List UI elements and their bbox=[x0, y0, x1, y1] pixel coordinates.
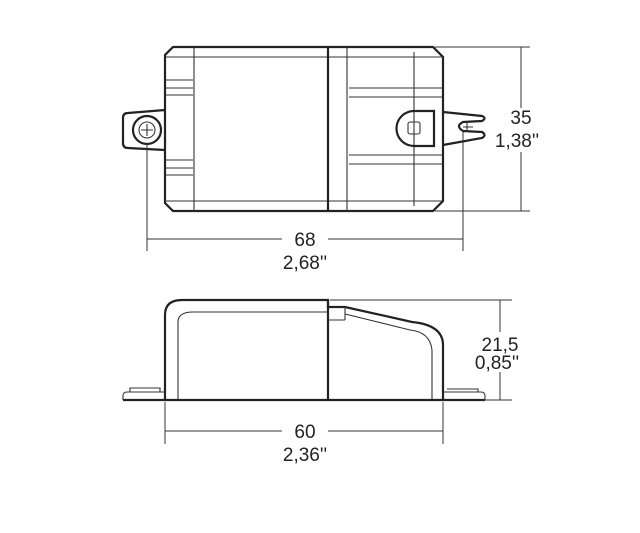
left-mounting-tab bbox=[121, 108, 166, 152]
left-base-flange bbox=[122, 387, 165, 400]
terminal-screw bbox=[395, 109, 436, 148]
side-view-body-outline bbox=[163, 298, 445, 400]
length-in-label: 2,68'' bbox=[283, 253, 327, 274]
width-mm-label: 35 bbox=[510, 108, 531, 129]
top-view-body-outline bbox=[163, 45, 445, 213]
side-length-mm-label: 60 bbox=[294, 422, 315, 443]
height-mm-label: 21,5 bbox=[482, 335, 519, 356]
side-view-dimensions: 60 2,36'' 21,5 0,85'' bbox=[164, 299, 519, 466]
length-mm-label: 68 bbox=[294, 230, 315, 251]
height-in-label: 0,85'' bbox=[475, 353, 519, 374]
right-mounting-tab bbox=[442, 110, 486, 147]
width-in-label: 1,38'' bbox=[495, 131, 539, 152]
right-base-flange bbox=[443, 388, 486, 400]
top-view-dimensions: 68 2,68'' 35 1,38'' bbox=[146, 46, 539, 274]
side-view bbox=[122, 298, 486, 402]
side-length-in-label: 2,36'' bbox=[283, 445, 327, 466]
top-view bbox=[121, 45, 486, 213]
